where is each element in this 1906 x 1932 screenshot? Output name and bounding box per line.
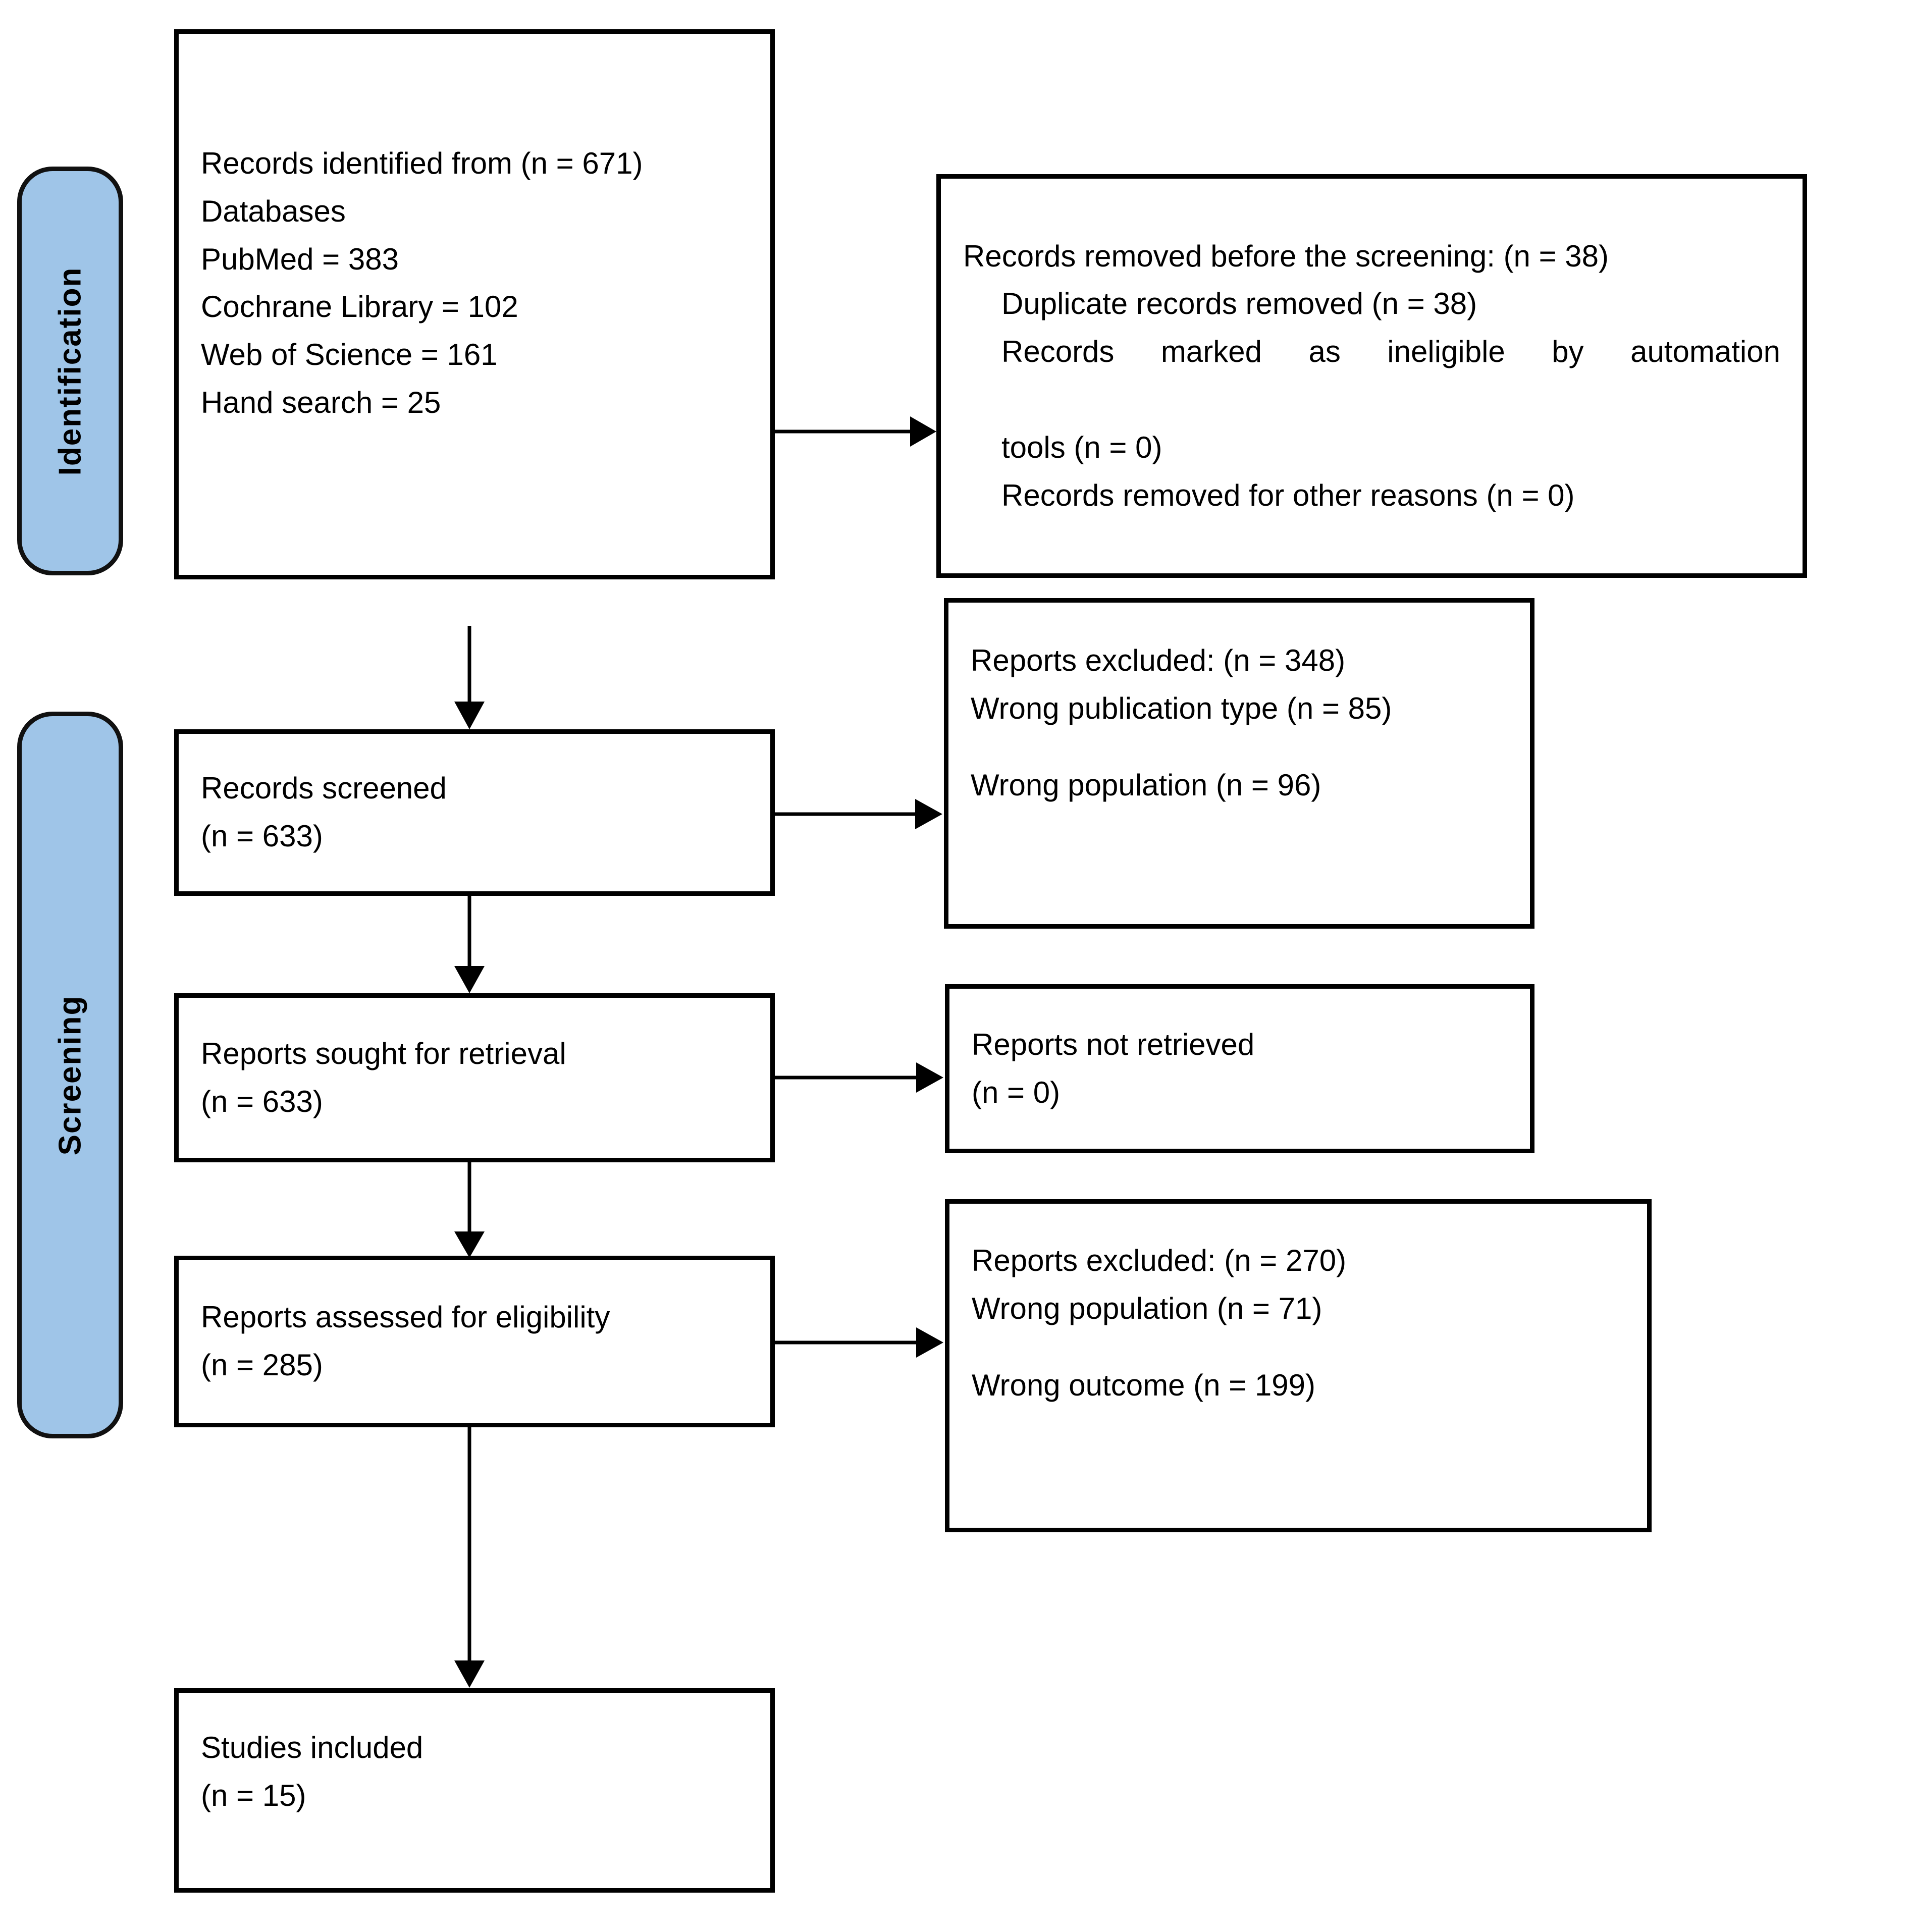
records-identified-line-6: Hand search = 25 <box>201 385 441 419</box>
phase-label-identification: Identification <box>52 266 88 475</box>
records-identified-line-3: PubMed = 383 <box>201 242 399 276</box>
box-records-removed-before-screening: Records removed before the screening: (n… <box>936 174 1807 578</box>
phase-band-screening: Screening <box>17 712 123 1438</box>
box-reports-assessed-for-eligibility: Reports assessed for eligibility (n = 28… <box>174 1256 775 1427</box>
studies-included-line-2: (n = 15) <box>201 1778 306 1812</box>
phase-label-screening: Screening <box>52 995 88 1155</box>
arrow-identified-to-removed <box>775 414 941 449</box>
reports-excluded-1-line-2: Wrong publication type (n = 85) <box>971 691 1392 725</box>
box-reports-excluded-eligibility: Reports excluded: (n = 270) Wrong popula… <box>945 1199 1652 1532</box>
reports-not-retrieved-line-1: Reports not retrieved <box>972 1027 1255 1061</box>
records-identified-line-5: Web of Science = 161 <box>201 338 498 372</box>
reports-sought-line-2: (n = 633) <box>201 1084 323 1118</box>
records-removed-line-5: Records removed for other reasons (n = 0… <box>1001 478 1575 512</box>
records-screened-line-1: Records screened <box>201 771 447 806</box>
records-screened-line-2: (n = 633) <box>201 819 323 853</box>
records-identified-line-4: Cochrane Library = 102 <box>201 290 518 324</box>
box-reports-excluded-screening: Reports excluded: (n = 348) Wrong public… <box>944 598 1534 929</box>
studies-included-line-1: Studies included <box>201 1731 423 1764</box>
box-reports-not-retrieved: Reports not retrieved (n = 0) <box>945 984 1534 1153</box>
arrow-screened-to-sought <box>452 894 487 995</box>
reports-assessed-line-2: (n = 285) <box>201 1348 323 1382</box>
records-removed-line-3: Records marked as ineligible by automati… <box>963 328 1780 424</box>
reports-excluded-2-line-2: Wrong population (n = 71) <box>972 1291 1322 1325</box>
arrow-identified-to-screened <box>452 626 487 732</box>
box-records-screened: Records screened (n = 633) <box>174 729 775 896</box>
reports-sought-line-1: Reports sought for retrieval <box>201 1036 566 1070</box>
reports-excluded-2-line-1: Reports excluded: (n = 270) <box>972 1244 1347 1277</box>
records-removed-line-4: tools (n = 0) <box>1001 430 1162 464</box>
records-identified-line-2: Databases <box>201 194 346 228</box>
box-studies-included: Studies included (n = 15) <box>174 1688 775 1893</box>
arrow-sought-to-not-retrieved <box>775 1060 947 1095</box>
box-reports-sought-for-retrieval: Reports sought for retrieval (n = 633) <box>174 993 775 1162</box>
reports-not-retrieved-line-2: (n = 0) <box>972 1075 1061 1109</box>
reports-excluded-2-line-3: Wrong outcome (n = 199) <box>972 1368 1315 1402</box>
arrow-sought-to-assessed <box>452 1161 487 1260</box>
box-records-identified: Records identified from (n = 671) Databa… <box>174 29 775 579</box>
reports-excluded-1-spacer <box>971 733 1508 762</box>
arrow-assessed-to-excluded <box>775 1325 947 1360</box>
arrow-assessed-to-included <box>452 1427 487 1690</box>
reports-excluded-1-line-3: Wrong population (n = 96) <box>971 768 1321 802</box>
records-removed-line-3-text: Records marked as ineligible by automati… <box>1001 335 1780 369</box>
records-identified-line-1: Records identified from (n = 671) <box>201 146 643 180</box>
reports-excluded-1-line-1: Reports excluded: (n = 348) <box>971 643 1346 677</box>
records-removed-line-1: Records removed before the screening: (n… <box>963 239 1609 273</box>
records-removed-line-2: Duplicate records removed (n = 38) <box>1001 287 1477 321</box>
reports-excluded-2-spacer <box>972 1333 1625 1362</box>
reports-assessed-line-1: Reports assessed for eligibility <box>201 1300 610 1334</box>
arrow-screened-to-excluded <box>775 796 946 832</box>
phase-band-identification: Identification <box>17 167 123 575</box>
